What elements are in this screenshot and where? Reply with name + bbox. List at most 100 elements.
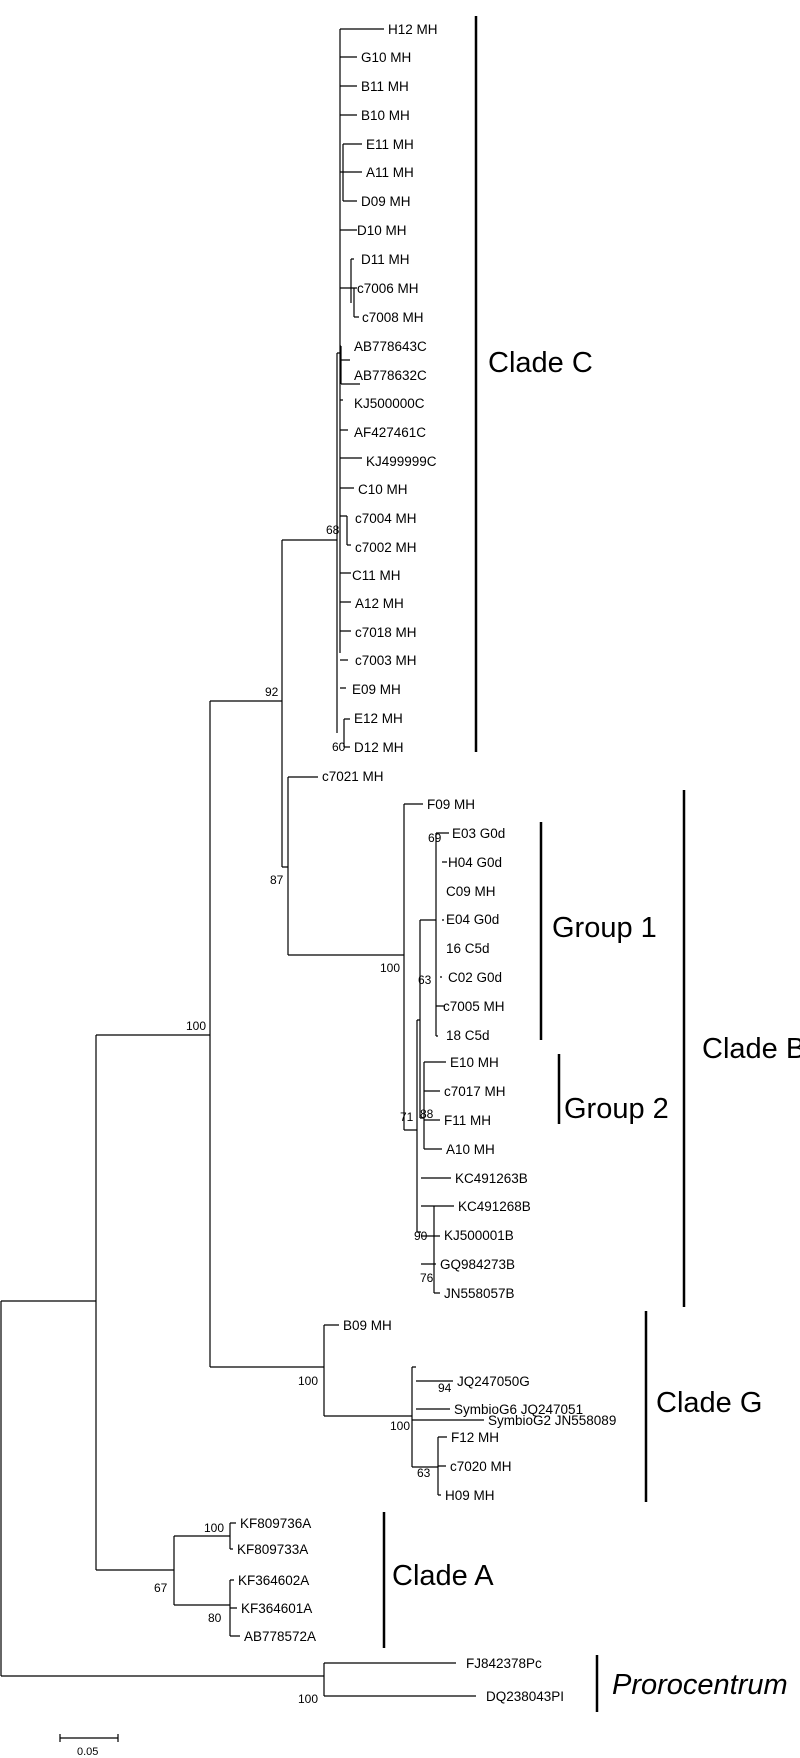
- leaf-label: c7006 MH: [357, 281, 419, 296]
- leaf-label: E10 MH: [450, 1055, 499, 1070]
- leaf-label: A10 MH: [446, 1142, 495, 1157]
- branch: [340, 345, 360, 385]
- leaf-label: 18 C5d: [446, 1028, 490, 1043]
- support-value: 67: [154, 1581, 168, 1595]
- leaf-label: KF364602A: [238, 1573, 309, 1588]
- leaf-label: B10 MH: [361, 108, 410, 123]
- clade-g-label: Clade G: [656, 1387, 762, 1419]
- leaf-label: SymbioG2 JN558089: [488, 1413, 616, 1428]
- branch: [437, 1436, 447, 1496]
- leaf-label: JQ247050G: [457, 1374, 530, 1389]
- branch: [0, 1300, 324, 1677]
- leaf-label: KJ500000C: [354, 396, 425, 411]
- support-value: 100: [380, 961, 400, 975]
- branch: [340, 258, 359, 318]
- tree-branches: [0, 28, 484, 1697]
- leaf-label: B09 MH: [343, 1318, 392, 1333]
- leaf-label: DQ238043PI: [486, 1689, 564, 1704]
- leaf-label: AB778643C: [354, 339, 427, 354]
- support-value: 63: [418, 973, 432, 987]
- leaf-label: KF809736A: [240, 1516, 311, 1531]
- scale-bar: 0.05: [59, 1734, 119, 1758]
- support-value: 100: [298, 1692, 318, 1706]
- leaf-label: c7004 MH: [355, 511, 417, 526]
- leaf-label: H04 G0d: [448, 855, 502, 870]
- leaf-label: A11 MH: [366, 165, 414, 180]
- leaf-label: KJ499999C: [366, 454, 437, 469]
- clade-brackets: [382, 16, 686, 1712]
- support-value: 90: [414, 1229, 428, 1243]
- leaf-label: F09 MH: [427, 797, 475, 812]
- leaf-label: D09 MH: [361, 194, 411, 209]
- support-value: 80: [208, 1611, 222, 1625]
- leaf-label: KF364601A: [241, 1601, 312, 1616]
- support-value: 60: [332, 740, 346, 754]
- branch: [339, 28, 351, 653]
- branch: [403, 803, 423, 1131]
- leaf-label: KJ500001B: [444, 1228, 514, 1243]
- leaf-label: B11 MH: [361, 79, 409, 94]
- group-2-label: Group 2: [564, 1093, 669, 1125]
- prorocentrum-label: Prorocentrum: [612, 1669, 788, 1701]
- leaf-label: FJ842378Pc: [466, 1656, 542, 1671]
- branch: [411, 1366, 484, 1468]
- branch: [281, 539, 337, 868]
- leaf-label: c7003 MH: [355, 653, 417, 668]
- branch: [340, 515, 351, 546]
- leaf-label: JN558057B: [444, 1286, 515, 1301]
- leaf-label: 16 C5d: [446, 941, 490, 956]
- leaf-label: c7018 MH: [355, 625, 417, 640]
- leaf-label: AB778632C: [354, 368, 427, 383]
- branch: [416, 1380, 453, 1410]
- leaf-label: GQ984273B: [440, 1257, 515, 1272]
- leaf-label: C11 MH: [352, 568, 401, 583]
- leaf-label: G10 MH: [361, 50, 411, 65]
- scale-bar-line: [59, 1734, 119, 1742]
- support-value: 68: [326, 523, 340, 537]
- support-values: 68 60 92 87 69 63 100 88 71 90 76 100 94…: [154, 523, 452, 1706]
- leaf-label: AB778572A: [244, 1629, 316, 1644]
- leaf-label: c7005 MH: [443, 999, 505, 1014]
- branch: [340, 399, 362, 489]
- leaf-label: D11 MH: [361, 252, 410, 267]
- leaf-label: C09 MH: [446, 884, 496, 899]
- support-value: 71: [400, 1110, 414, 1124]
- support-value: 76: [420, 1271, 434, 1285]
- leaf-label: AF427461C: [354, 425, 426, 440]
- leaf-label: c7008 MH: [362, 310, 424, 325]
- leaf-label: E11 MH: [366, 137, 414, 152]
- leaf-label: SymbioG6 JQ247051: [454, 1402, 583, 1417]
- leaf-label: c7017 MH: [444, 1084, 506, 1099]
- leaf-label: E04 G0d: [446, 912, 499, 927]
- support-value: 92: [265, 685, 279, 699]
- support-value: 94: [438, 1381, 452, 1395]
- leaf-label: D12 MH: [354, 740, 404, 755]
- support-value: 87: [270, 873, 284, 887]
- leaf-labels: H12 MH G10 MH B11 MH B10 MH E11 MH A11 M…: [237, 22, 616, 1704]
- branch: [323, 1662, 476, 1697]
- support-value: 100: [298, 1374, 318, 1388]
- leaf-label: KC491268B: [458, 1199, 531, 1214]
- leaf-label: E09 MH: [352, 682, 401, 697]
- branch: [173, 1535, 230, 1606]
- branch: [229, 1579, 240, 1637]
- branch: [209, 700, 324, 1368]
- leaf-label: c7020 MH: [450, 1459, 512, 1474]
- branch: [340, 572, 351, 603]
- support-value: 100: [204, 1521, 224, 1535]
- leaf-label: H09 MH: [445, 1488, 495, 1503]
- branch: [229, 1522, 236, 1550]
- leaf-label: C10 MH: [358, 482, 408, 497]
- branch: [95, 1034, 210, 1571]
- leaf-label: H12 MH: [388, 22, 438, 37]
- leaf-label: c7021 MH: [322, 769, 384, 784]
- leaf-label: C02 G0d: [448, 970, 502, 985]
- leaf-label: KF809733A: [237, 1542, 308, 1557]
- clade-c-label: Clade C: [488, 347, 593, 379]
- leaf-label: D10 MH: [357, 223, 407, 238]
- branch: [433, 1206, 440, 1294]
- clade-b-label: Clade B: [702, 1033, 800, 1065]
- leaf-label: E03 G0d: [452, 826, 505, 841]
- branch: [421, 1177, 454, 1265]
